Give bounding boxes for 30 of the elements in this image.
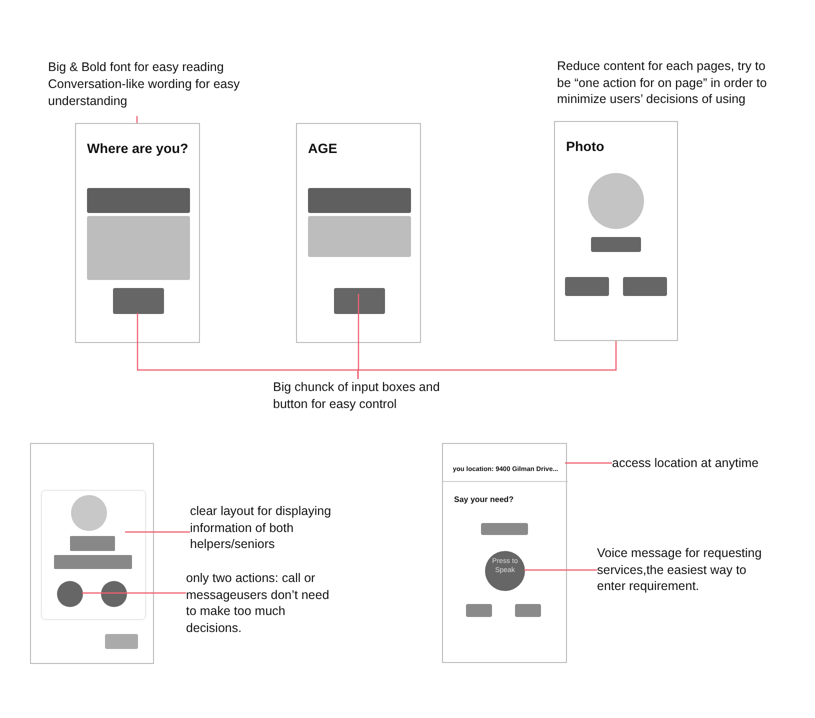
annotation-text: Big chunck of input boxes and button for easy control — [273, 379, 441, 412]
leader-line — [524, 569, 597, 571]
annotation-text: Voice message for requesting services,the easiest way to enter requirement. — [597, 545, 763, 594]
screen-heading: AGE — [308, 141, 338, 156]
leader-line — [125, 531, 190, 533]
button-placeholder — [113, 288, 164, 314]
annotation-text: clear layout for displaying information of both helpers/seniors — [190, 503, 332, 552]
text-area — [308, 216, 411, 257]
screen-heading: Say your need? — [454, 495, 514, 504]
leader-line — [82, 592, 186, 594]
phone-screen — [554, 121, 678, 341]
annotation-text: Conversation-like wording for easy understanding — [48, 76, 241, 109]
annotation-text: Big & Bold font for easy reading — [48, 59, 225, 76]
annotation-text: access location at anytime — [612, 455, 760, 472]
profile-card — [42, 491, 145, 619]
leader-line — [136, 116, 138, 123]
annotation-text: Reduce content for each pages, try to be “one action for on page” in order to minimize users’ decisions of using — [557, 58, 768, 108]
button-placeholder — [334, 288, 385, 314]
screen-heading: Where are you? — [87, 141, 188, 156]
screen-heading: Photo — [566, 139, 604, 154]
annotation-text: only two actions: call or messageusers don’t need to make too much decisions. — [186, 570, 330, 636]
text-area — [87, 216, 190, 280]
phone-screen — [442, 443, 567, 663]
phone-screen — [296, 123, 421, 343]
phone-screen — [30, 443, 154, 664]
speak-button — [485, 551, 525, 591]
leader-line — [357, 341, 617, 379]
leader-line — [565, 462, 612, 464]
phone-screen — [75, 123, 200, 343]
action-circle — [57, 581, 83, 607]
